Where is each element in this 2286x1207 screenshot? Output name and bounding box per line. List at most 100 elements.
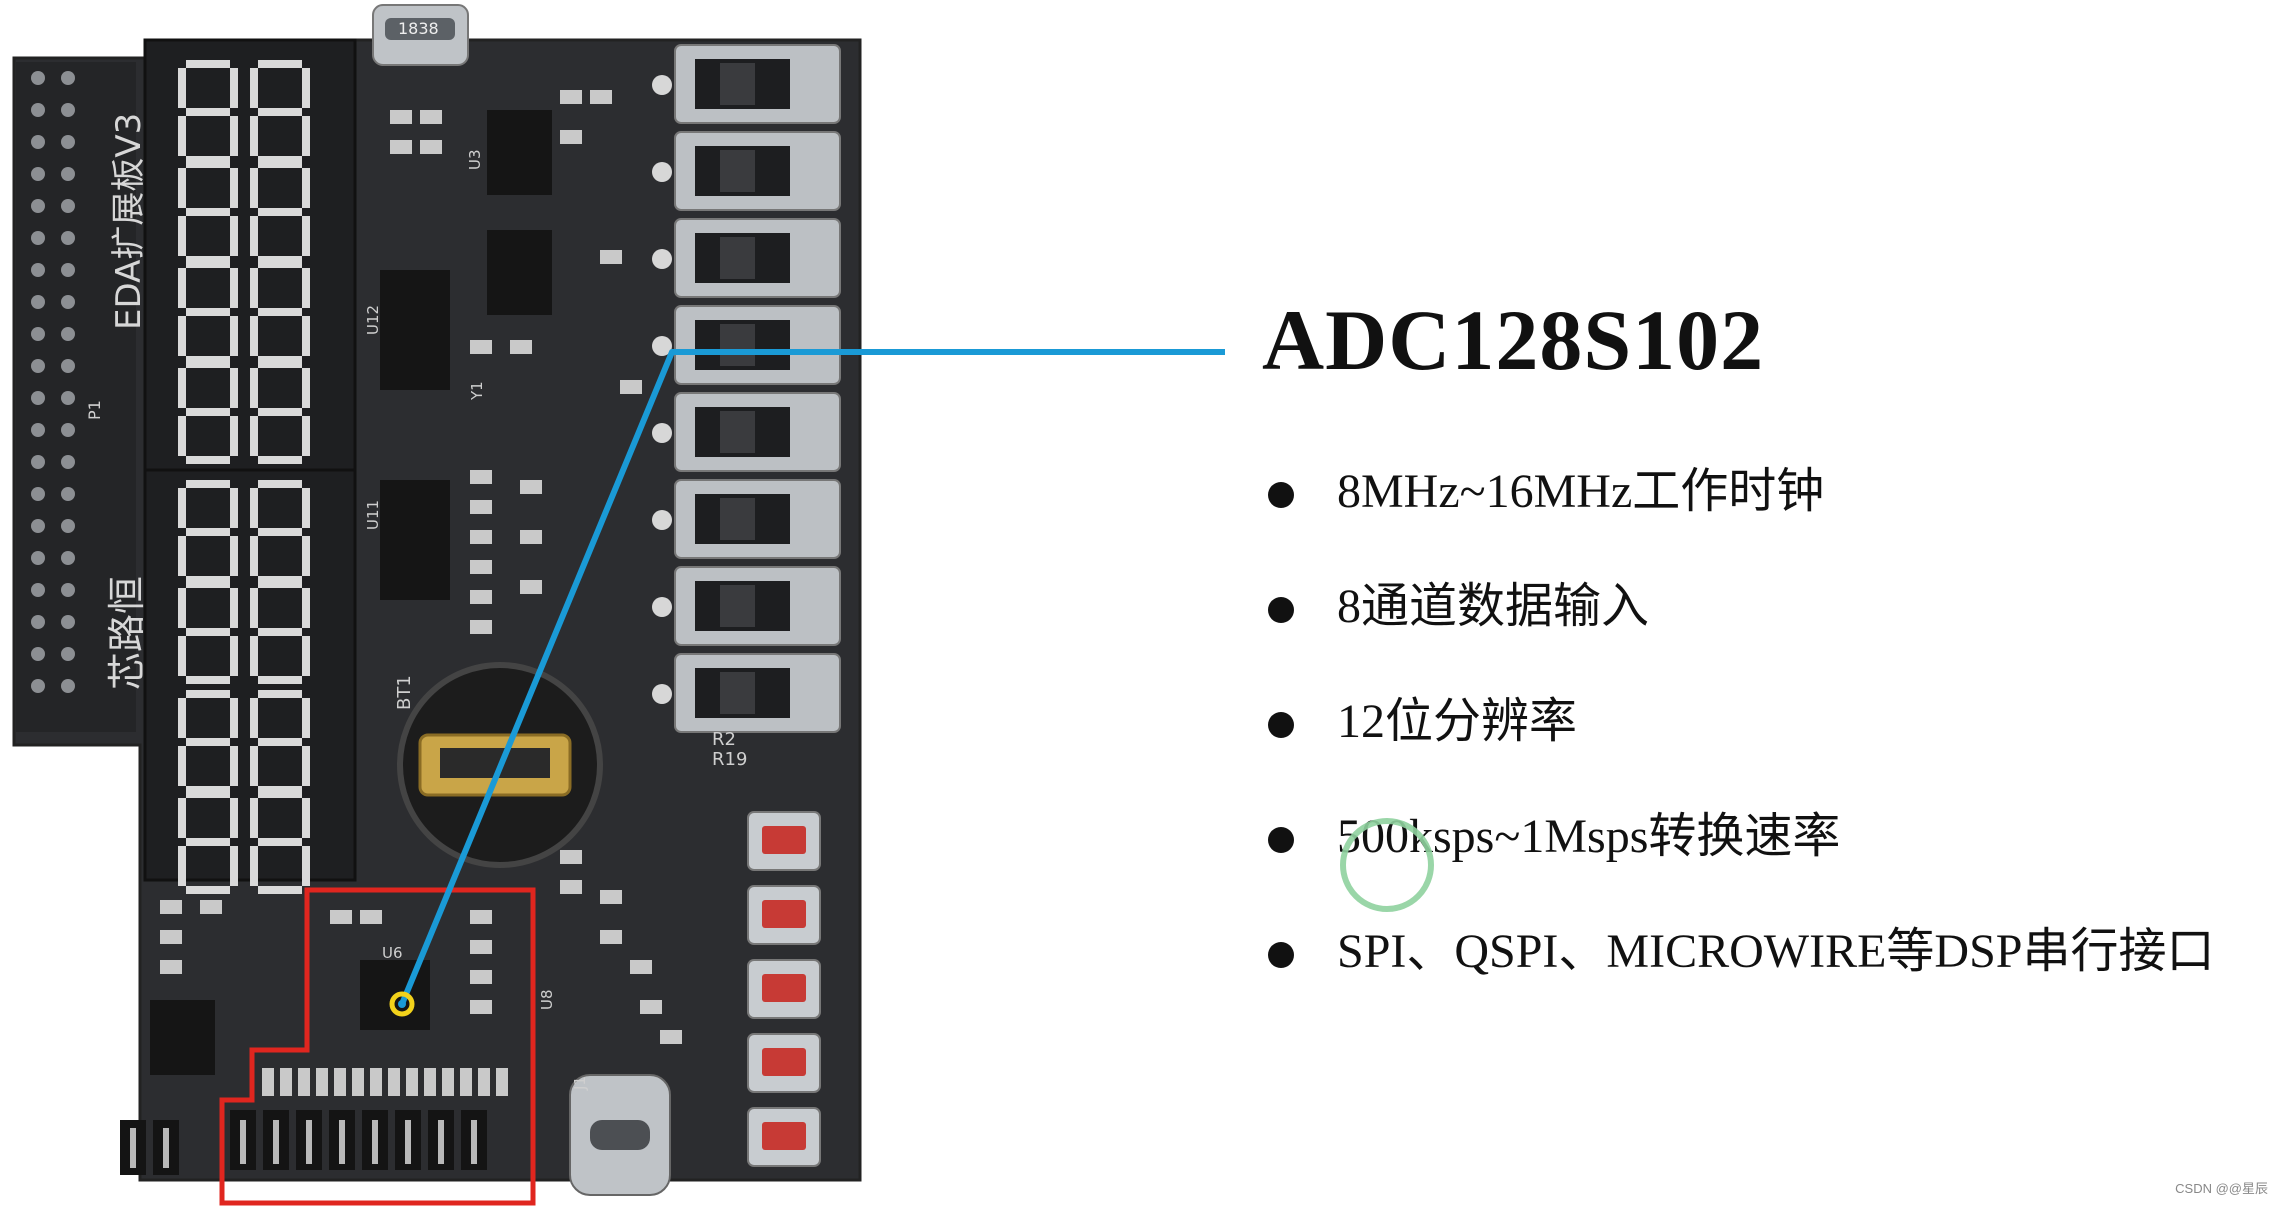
smd-part [560,90,582,104]
header-pin [61,679,75,693]
battery-label: BT1 [394,675,415,710]
header-pin [61,583,75,597]
click-indicator-ring [1340,818,1434,912]
pin [306,1120,312,1164]
smd-part [470,590,492,604]
chip-left [150,1000,215,1075]
header-pin [31,647,45,661]
header-pin [31,519,45,533]
smd-part [590,90,612,104]
smd-part [390,110,412,124]
smd-part [510,340,532,354]
usb-label: 1838 [398,19,439,38]
header-pin [61,199,75,213]
push-button-cap [762,1048,806,1076]
feature-text: 8通道数据输入 [1337,580,1650,633]
led-indicator [652,684,672,704]
header-pin [31,71,45,85]
chip-u13 [487,230,552,315]
digit [250,580,310,684]
smd-part [470,620,492,634]
header-pin [31,263,45,277]
smd-part [470,910,492,924]
header-pin [31,391,45,405]
feature-item: 8MHz~16MHz工作时钟 [1262,462,2214,577]
resistor [388,1068,400,1096]
chip-title: ADC128S102 [1262,292,1765,388]
smd-part [160,930,182,944]
chip-label-u6: U6 [382,944,403,962]
smd-part [600,890,622,904]
header-pin [61,327,75,341]
bullet-icon [1268,942,1294,968]
header-pin [61,615,75,629]
header-pin [31,359,45,373]
smd-part [420,110,442,124]
slide-switch-knob [720,63,755,105]
resistor [298,1068,310,1096]
resistor [496,1068,508,1096]
digit [250,790,310,894]
pin [273,1120,279,1164]
adc-marker [389,991,415,1017]
header-pin [61,71,75,85]
header-pin [31,455,45,469]
header-pin [31,551,45,565]
slide-switch-knob [720,498,755,540]
smd-part [520,530,542,544]
header-pin [61,359,75,373]
smd-part [560,880,582,894]
header-pin [61,519,75,533]
smd-part [470,470,492,484]
smd-part [470,530,492,544]
header-pin [31,615,45,629]
pin [130,1128,136,1168]
led-indicator [652,162,672,182]
digit [178,360,238,464]
bullet-icon [1268,482,1294,508]
header-pin [61,103,75,117]
smd-part [600,930,622,944]
resistor [406,1068,418,1096]
header-pin [31,423,45,437]
smd-part [660,1030,682,1044]
header-pin [31,295,45,309]
resistor [370,1068,382,1096]
resistor [352,1068,364,1096]
header-pin [31,679,45,693]
resistor [280,1068,292,1096]
header-pin [61,295,75,309]
resistor-label-r2: R2 [712,729,736,750]
feature-text: 12位分辨率 [1337,695,1578,748]
led-indicator [652,249,672,269]
header-pin [61,391,75,405]
pin [372,1120,378,1164]
smd-part [470,970,492,984]
header-pin [31,135,45,149]
led-indicator [652,597,672,617]
smd-part [560,130,582,144]
push-button-cap [762,974,806,1002]
header-pin [31,487,45,501]
chip-u12 [380,270,450,390]
header-pin [61,551,75,565]
resistor [442,1068,454,1096]
smd-part [360,910,382,924]
feature-text: SPI、QSPI、MICROWIRE等DSP串行接口 [1337,925,2215,978]
digit [250,360,310,464]
header-pin [61,455,75,469]
led-indicator [652,336,672,356]
smd-part [520,480,542,494]
header-pin [31,199,45,213]
smd-part [200,900,222,914]
smd-part [470,560,492,574]
feature-text: 8MHz~16MHz工作时钟 [1337,465,1825,518]
pin [240,1120,246,1164]
push-button-cap [762,1122,806,1150]
bullet-icon [1268,827,1294,853]
board-label-top: EDA扩展板V3 [109,113,149,330]
feature-list: 8MHz~16MHz工作时钟 8通道数据输入 12位分辨率 500ksps~1M… [1262,462,2214,1037]
slide-switch-knob [720,150,755,192]
header-pin [31,583,45,597]
